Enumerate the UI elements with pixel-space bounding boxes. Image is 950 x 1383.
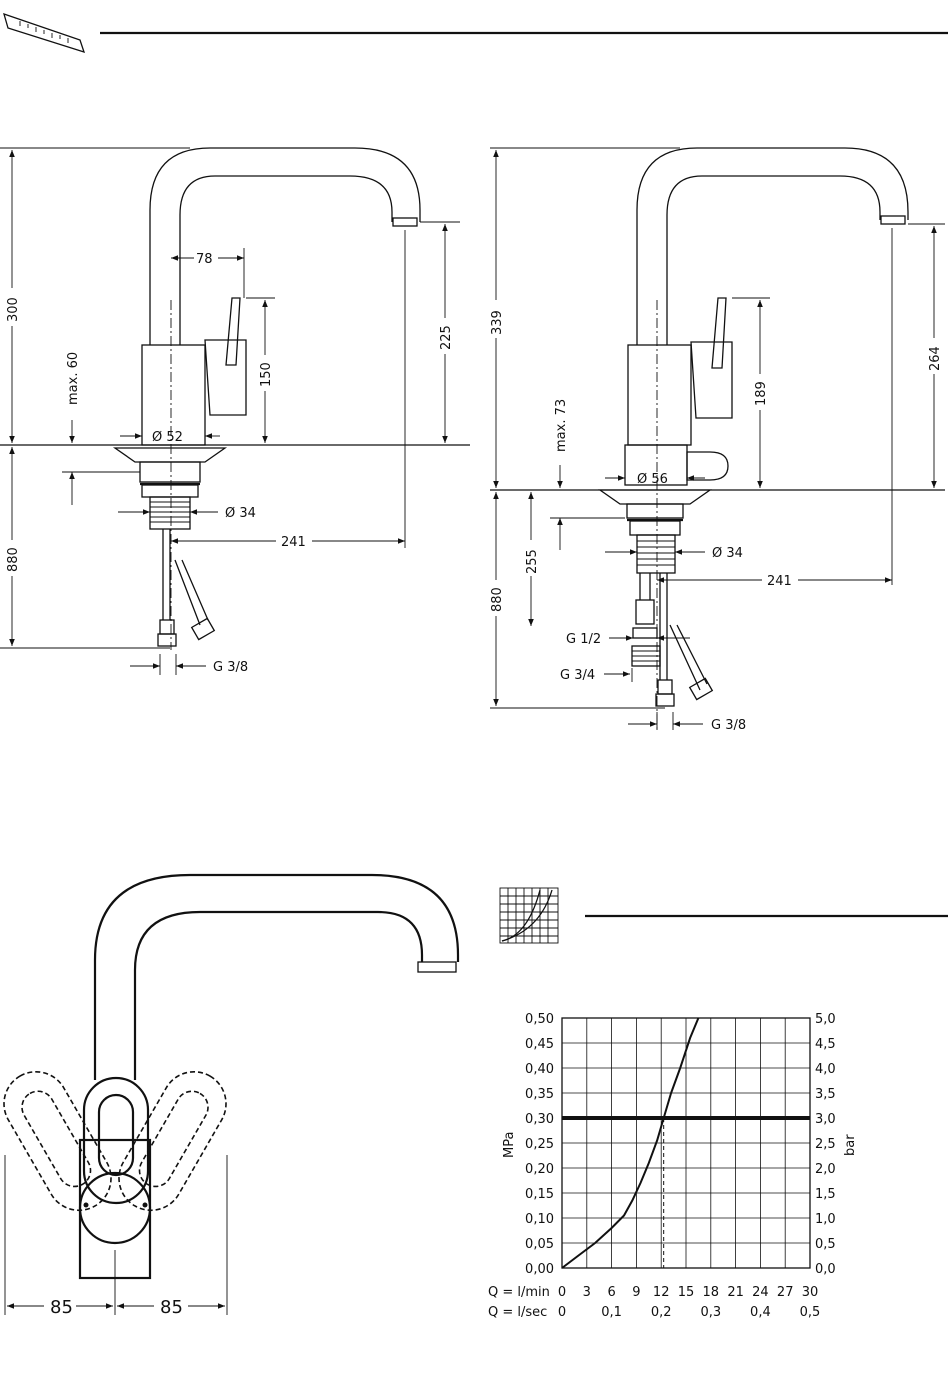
dim-max60-label: max. 60: [66, 352, 81, 405]
y-tick-label-bar: 0,5: [815, 1237, 836, 1252]
y-tick-label-mpa: 0,50: [525, 1012, 554, 1027]
dim-g38-label: G 3/8: [213, 660, 248, 675]
y-tick-label-bar: 5,0: [815, 1012, 836, 1027]
x-tick-label-lmin: 24: [752, 1285, 769, 1300]
y-tick-label-bar: 2,0: [815, 1162, 836, 1177]
dim-225-label: 225: [439, 325, 454, 350]
dim-300-label: 300: [6, 297, 21, 322]
y-tick-label-bar: 1,5: [815, 1187, 836, 1202]
x-lmin-prefix: Q = l/min: [488, 1285, 550, 1300]
dim-189-label: 189: [754, 381, 769, 406]
dim-241b-label: 241: [767, 574, 792, 589]
dim-150-label: 150: [259, 362, 274, 387]
flow-chart: 0,000,050,100,150,200,250,300,350,400,45…: [488, 1012, 858, 1320]
dim-g34-label: G 3/4: [560, 668, 595, 683]
dim-85-left-label: 85: [50, 1297, 73, 1318]
x-tick-label-lsec: 0,5: [800, 1305, 821, 1320]
y-tick-label-mpa: 0,30: [525, 1112, 554, 1127]
dim-dia56-label: Ø 56: [637, 472, 668, 487]
faucet-drawing-1: 300 880 max. 60 225 150 78 Ø 52 Ø 34: [0, 148, 470, 675]
y-tick-label-mpa: 0,20: [525, 1162, 554, 1177]
dim-dia34b-label: Ø 34: [712, 546, 743, 561]
y-tick-label-bar: 0,0: [815, 1262, 836, 1277]
x-tick-label-lmin: 9: [632, 1285, 640, 1300]
dim-241-label: 241: [281, 535, 306, 550]
dim-880-label: 880: [6, 547, 21, 572]
y-tick-label-mpa: 0,05: [525, 1237, 554, 1252]
y-tick-label-mpa: 0,25: [525, 1137, 554, 1152]
x-tick-label-lmin: 3: [583, 1285, 591, 1300]
x-tick-label-lmin: 12: [653, 1285, 670, 1300]
faucet-drawing-2: 339 880 max. 73 255 264 189 Ø 56 Ø 34: [487, 148, 945, 733]
x-tick-label-lsec: 0,2: [651, 1305, 672, 1320]
y-tick-label-bar: 3,0: [815, 1112, 836, 1127]
y-tick-label-mpa: 0,45: [525, 1037, 554, 1052]
dim-880b-label: 880: [490, 587, 505, 612]
y-tick-label-bar: 3,5: [815, 1087, 836, 1102]
x-tick-label-lmin: 6: [607, 1285, 615, 1300]
y-tick-label-bar: 1,0: [815, 1212, 836, 1227]
y-tick-label-mpa: 0,40: [525, 1062, 554, 1077]
ruler-icon: [4, 14, 84, 52]
y-tick-label-mpa: 0,15: [525, 1187, 554, 1202]
dim-78-label: 78: [196, 252, 213, 267]
x-tick-label-lmin: 15: [678, 1285, 695, 1300]
y-tick-label-bar: 4,5: [815, 1037, 836, 1052]
right-axis-label: bar: [843, 1134, 858, 1156]
x-tick-label-lmin: 30: [802, 1285, 819, 1300]
x-tick-label-lmin: 21: [727, 1285, 744, 1300]
dim-g12-label: G 1/2: [566, 632, 601, 647]
dim-255-label: 255: [525, 549, 540, 574]
y-tick-label-bar: 4,0: [815, 1062, 836, 1077]
x-tick-label-lsec: 0,1: [601, 1305, 622, 1320]
x-tick-label-lsec: 0,4: [750, 1305, 771, 1320]
x-tick-label-lmin: 18: [703, 1285, 720, 1300]
flow-chart-icon: [500, 888, 558, 943]
y-tick-label-bar: 2,5: [815, 1137, 836, 1152]
x-tick-label-lsec: 0: [558, 1305, 566, 1320]
dim-264-label: 264: [928, 346, 943, 371]
x-tick-label-lmin: 0: [558, 1285, 566, 1300]
x-lsec-prefix: Q = l/sec: [488, 1305, 547, 1320]
dim-max73-label: max. 73: [554, 399, 569, 452]
dim-g38b-label: G 3/8: [711, 718, 746, 733]
dim-339-label: 339: [490, 310, 505, 335]
y-tick-label-mpa: 0,00: [525, 1262, 554, 1277]
y-tick-label-mpa: 0,10: [525, 1212, 554, 1227]
dim-85-right-label: 85: [160, 1297, 183, 1318]
x-tick-label-lsec: 0,3: [700, 1305, 721, 1320]
dim-dia52-label: Ø 52: [152, 430, 183, 445]
y-tick-label-mpa: 0,35: [525, 1087, 554, 1102]
x-tick-label-lmin: 27: [777, 1285, 794, 1300]
faucet-front-view: 85 85: [0, 875, 458, 1318]
dim-dia34-label: Ø 34: [225, 506, 256, 521]
left-axis-label: MPa: [502, 1132, 517, 1158]
